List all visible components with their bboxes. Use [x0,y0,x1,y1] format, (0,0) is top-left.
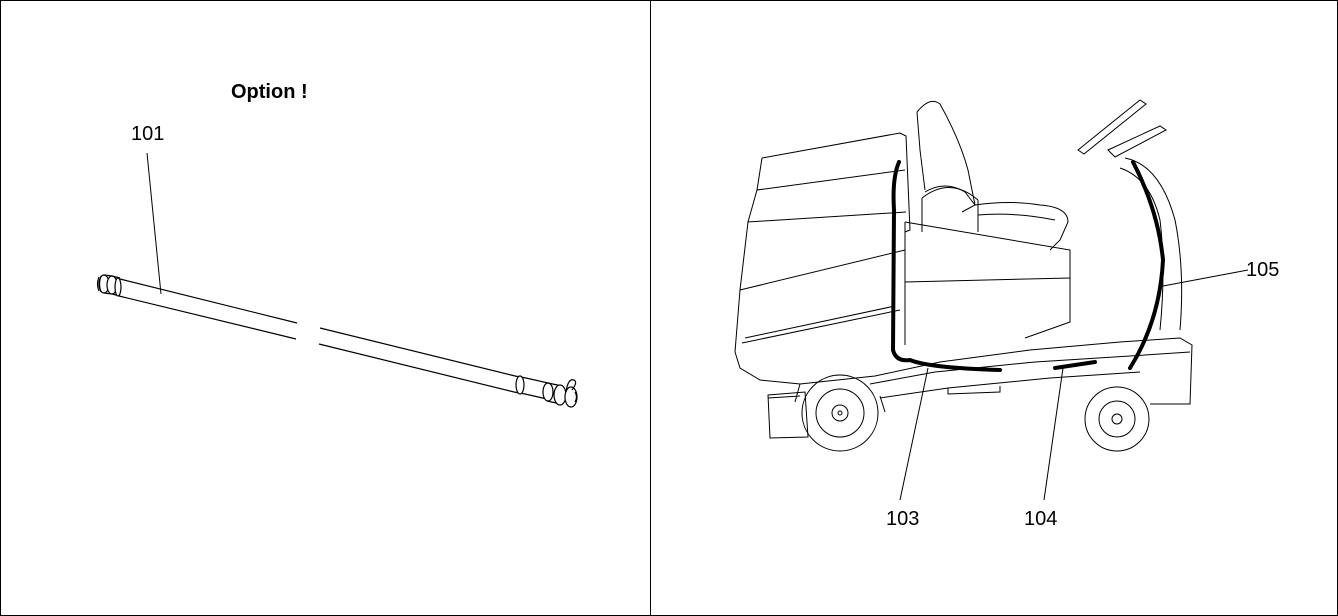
option-label: Option ! [231,81,308,103]
machine-drawing [734,99,1193,452]
part-number-101: 101 [131,123,165,145]
leader-line-104 [1043,367,1064,501]
leader-line-103 [899,367,929,501]
hose-101-drawing [96,274,578,408]
part-number-105: 105 [1246,259,1280,281]
part-number-104: 104 [1024,508,1058,530]
hose-103 [890,160,1002,372]
part-number-103: 103 [886,508,920,530]
hoses-bold [890,160,1166,372]
hose-104 [1053,360,1097,370]
leader-line-101 [146,152,162,295]
leader-line-105 [1162,269,1249,287]
hose-105 [1128,160,1166,370]
